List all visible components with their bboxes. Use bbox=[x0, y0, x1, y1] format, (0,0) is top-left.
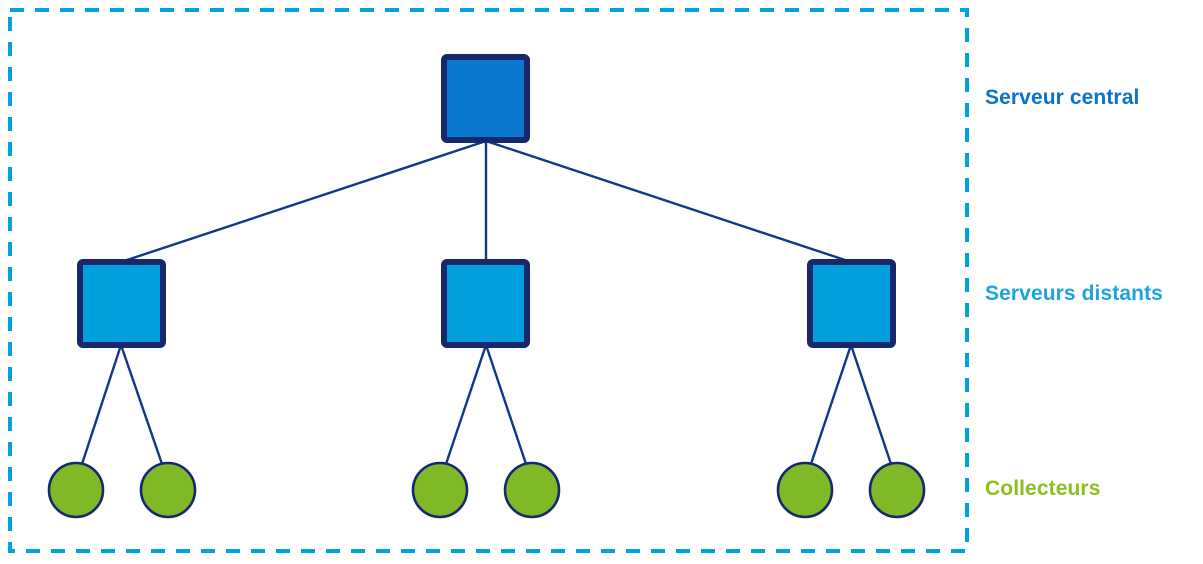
collector-node[interactable] bbox=[503, 461, 561, 519]
collector-node[interactable] bbox=[47, 461, 105, 519]
connector-line bbox=[80, 343, 123, 466]
legend-label-collecteurs: Collecteurs bbox=[985, 477, 1101, 500]
connector-line bbox=[484, 343, 528, 466]
collector-node[interactable] bbox=[139, 461, 197, 519]
remote-server-node[interactable] bbox=[807, 259, 896, 348]
remote-server-node[interactable] bbox=[441, 259, 530, 348]
central-server-node[interactable] bbox=[441, 54, 530, 143]
legend-label-serveur-central: Serveur central bbox=[985, 86, 1140, 109]
connector-line bbox=[119, 139, 488, 264]
connector-line bbox=[809, 343, 853, 466]
collector-node[interactable] bbox=[776, 461, 834, 519]
connector-line bbox=[444, 343, 488, 466]
legend-label-serveurs-distants: Serveurs distants bbox=[985, 282, 1163, 305]
node-layer bbox=[47, 54, 926, 519]
collector-node[interactable] bbox=[411, 461, 469, 519]
connection-links bbox=[80, 139, 893, 466]
connector-line bbox=[849, 343, 893, 466]
dashed-boundary bbox=[8, 8, 969, 553]
collector-node[interactable] bbox=[868, 461, 926, 519]
connector-line bbox=[484, 139, 853, 264]
remote-server-node[interactable] bbox=[77, 259, 166, 348]
connector-line bbox=[119, 343, 164, 466]
